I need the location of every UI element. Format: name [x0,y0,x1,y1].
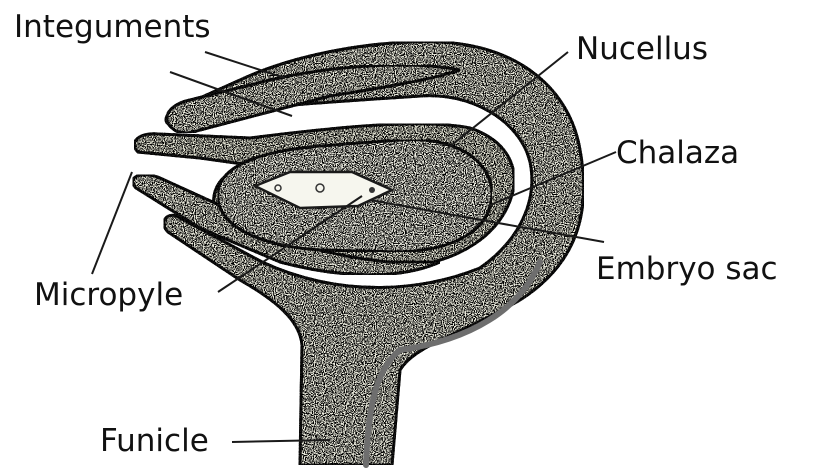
label-chalaza: Chalaza [616,138,739,169]
label-integuments: Integuments [14,12,211,43]
antipodal-cell [369,187,375,193]
label-micropyle: Micropyle [34,280,183,311]
integuments-leader-1 [205,52,285,78]
micropyle-leader-1 [92,172,132,274]
label-embryo-sac: Embryo sac [596,254,778,285]
label-funicle: Funicle [100,426,209,457]
label-nucellus: Nucellus [576,34,708,65]
